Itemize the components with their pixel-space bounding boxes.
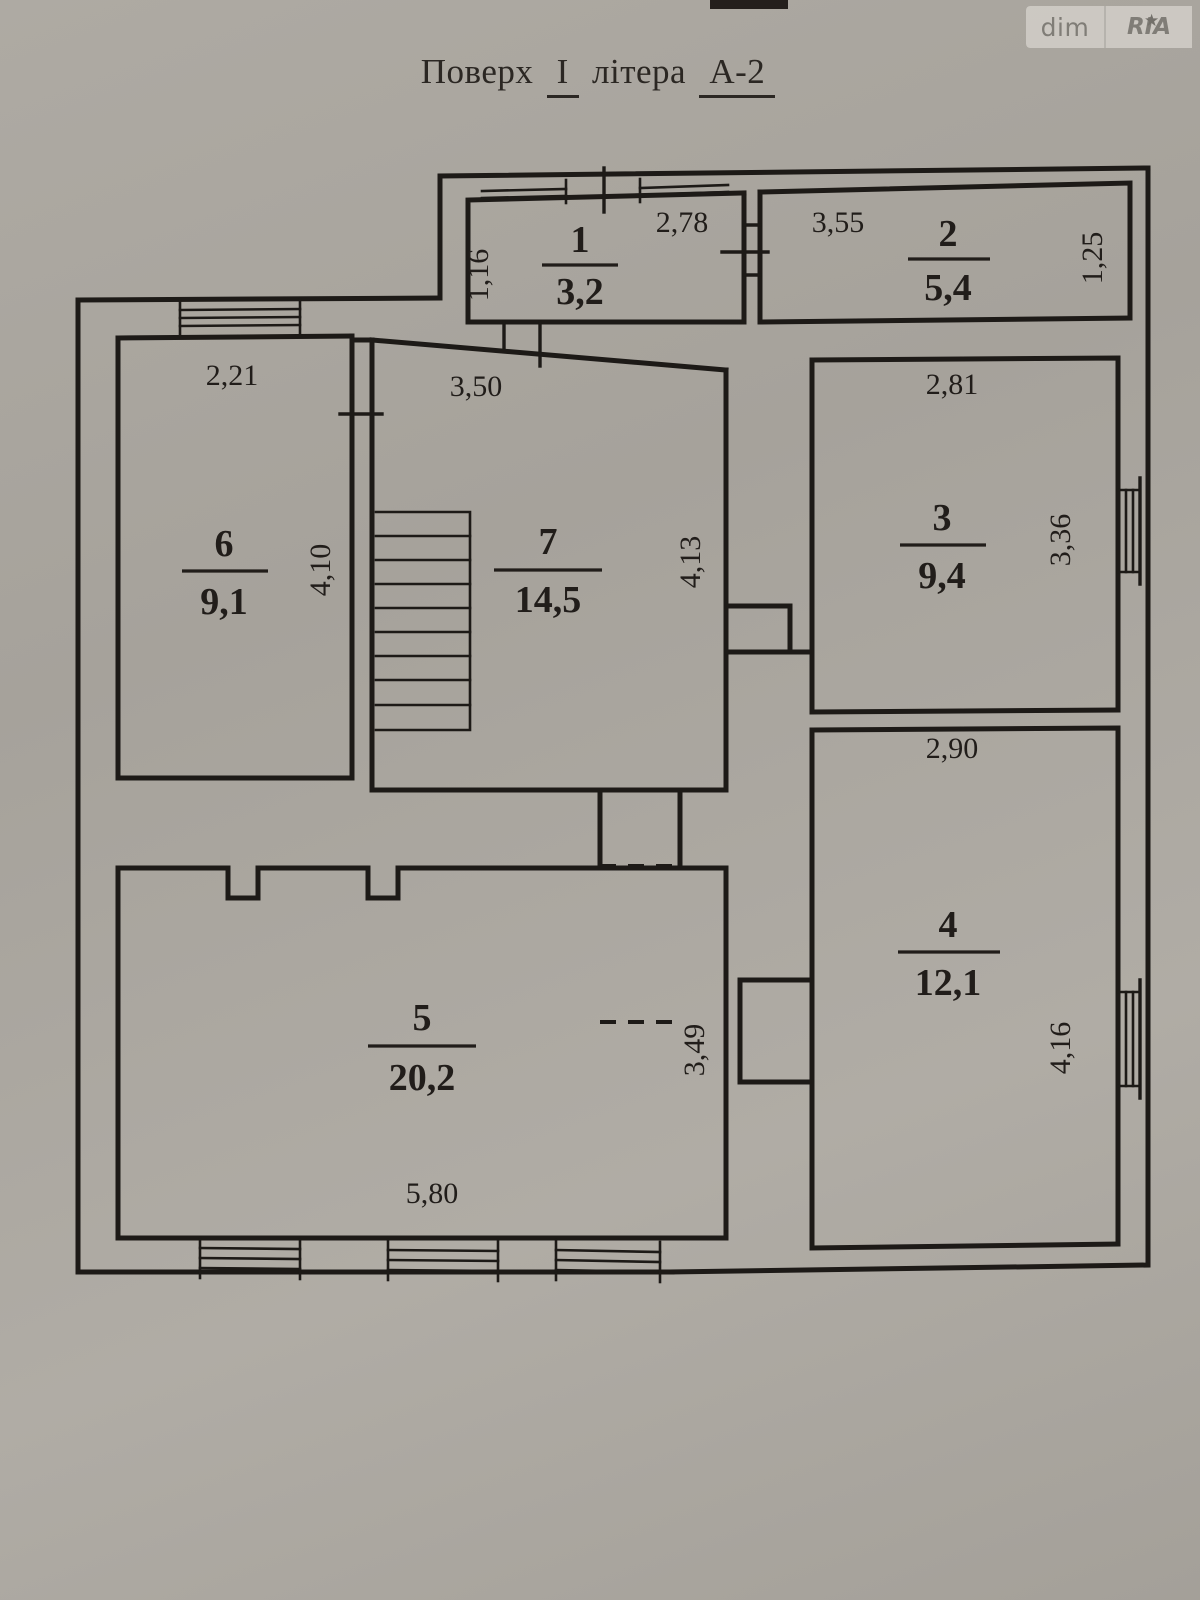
title-middle: літера (592, 52, 687, 91)
dim-4-10: 4,10 (304, 544, 337, 597)
staircase (374, 510, 472, 732)
room-3-number: 3 (933, 497, 952, 539)
dim-5-80: 5,80 (406, 1177, 459, 1210)
title-prefix: Поверх (420, 52, 534, 91)
page-title: Поверх I літера А-2 (0, 52, 1200, 98)
room-label-4: 4 12,1 (898, 904, 1000, 1004)
room-4-area: 12,1 (915, 962, 982, 1004)
dim-2-81: 2,81 (926, 368, 979, 401)
letter-value: А-2 (699, 52, 776, 98)
room-2-walls (720, 180, 1133, 325)
room-1-walls (465, 166, 747, 368)
room-5-number: 5 (413, 997, 432, 1039)
dim-2-90: 2,90 (926, 732, 979, 765)
dim-3-36: 3,36 (1044, 514, 1077, 567)
top-edge-mark (710, 0, 788, 9)
dim-3-49: 3,49 (678, 1024, 711, 1077)
watermark: dim ★ RIA (1026, 6, 1192, 48)
room-4-walls (737, 725, 1142, 1251)
room-6-number: 6 (215, 523, 234, 565)
room-3-walls (809, 355, 1142, 715)
room-labels: 1 3,2 2 5,4 3 9,4 4 12,1 (182, 213, 1000, 1099)
room-6-walls (115, 297, 384, 781)
room-3-area: 9,4 (918, 555, 966, 597)
dim-4-16: 4,16 (1044, 1022, 1077, 1075)
watermark-dim-label: dim (1026, 6, 1104, 48)
outer-walls (75, 165, 1151, 1275)
room-label-3: 3 9,4 (900, 497, 986, 597)
room-5-area: 20,2 (389, 1057, 456, 1099)
star-icon: ★ (1144, 11, 1160, 31)
dim-2-21: 2,21 (206, 359, 259, 392)
dim-4-13: 4,13 (674, 536, 707, 589)
room-7-number: 7 (539, 521, 558, 563)
room-label-6: 6 9,1 (182, 523, 268, 623)
floor-value: I (546, 52, 579, 98)
room-1-number: 1 (571, 219, 590, 261)
room-2-area: 5,4 (924, 267, 972, 309)
dim-3-55: 3,55 (812, 206, 865, 239)
room-1-area: 3,2 (556, 271, 604, 313)
room-label-7: 7 14,5 (494, 521, 602, 621)
room-label-2: 2 5,4 (908, 213, 990, 309)
dim-3-50: 3,50 (450, 370, 503, 403)
room-4-number: 4 (939, 904, 958, 946)
room-7-walls (353, 337, 815, 1024)
watermark-ria-logo: ★ RIA (1104, 6, 1192, 48)
room-label-5: 5 20,2 (368, 997, 476, 1099)
dim-1-16: 1,16 (462, 249, 495, 302)
room-6-area: 9,1 (200, 581, 248, 623)
room-label-1: 1 3,2 (542, 219, 618, 313)
watermark-ria-label: RIA (1126, 14, 1172, 40)
dim-2-78: 2,78 (656, 206, 709, 239)
room-5-walls (115, 865, 729, 1284)
dim-1-25: 1,25 (1076, 232, 1109, 285)
room-7-area: 14,5 (515, 579, 582, 621)
dimension-labels: 1,16 2,78 3,55 1,25 2,21 3,50 2,81 4,10 … (206, 206, 1109, 1210)
room-2-number: 2 (939, 213, 958, 255)
